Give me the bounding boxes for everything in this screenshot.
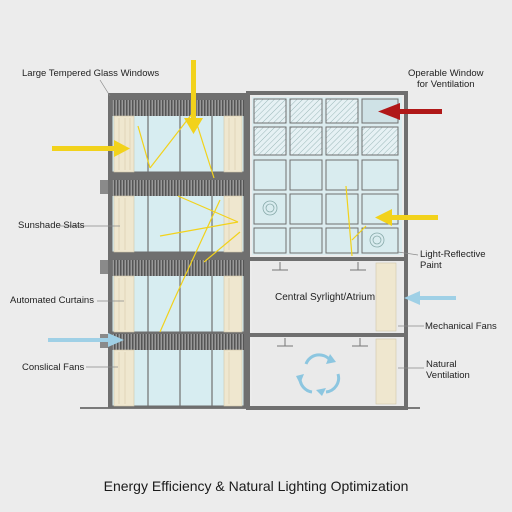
sunshade-slats-3 bbox=[112, 260, 244, 276]
mechanical-fans bbox=[272, 262, 368, 347]
sunshade-slats-2 bbox=[112, 180, 244, 196]
sunshade-slats-4 bbox=[112, 334, 244, 350]
sunlight-arrow-left bbox=[52, 140, 130, 157]
label-operable-window: Operable Window for Ventilation bbox=[408, 68, 484, 90]
label-central-skylight: Central Syrlight/Atrium bbox=[275, 292, 376, 303]
sunlight-rays bbox=[137, 109, 367, 333]
left-glazed-stack bbox=[100, 93, 248, 408]
sunshade-slats-1 bbox=[112, 100, 244, 116]
label-automated-curtains: Automated Curtains bbox=[10, 295, 94, 306]
sunlight-arrow-top bbox=[184, 60, 203, 134]
airflow-arrow-left bbox=[48, 333, 124, 347]
diagram-title: Energy Efficiency & Natural Lighting Opt… bbox=[103, 478, 409, 494]
swirl-icon bbox=[262, 200, 385, 248]
sunlight-arrow-right bbox=[375, 209, 438, 226]
airflow-arrow-right bbox=[404, 291, 456, 305]
label-natural-ventilation: Natural Ventilation bbox=[426, 359, 470, 381]
label-mechanical-fans: Mechanical Fans bbox=[425, 321, 497, 332]
leader-lines bbox=[60, 79, 424, 369]
right-atrium-stack bbox=[246, 91, 408, 410]
label-sunshade-slats: Sunshade Slats bbox=[18, 220, 85, 231]
label-light-reflective: Light-Reflective Paint bbox=[420, 249, 486, 271]
atrium-curtains bbox=[375, 262, 397, 405]
hatched-glass-panels bbox=[253, 98, 399, 156]
label-conslical-fans: Conslical Fans bbox=[22, 362, 85, 373]
exhaust-arrow bbox=[378, 103, 442, 120]
label-large-windows: Large Tempered Glass Windows bbox=[22, 68, 160, 79]
